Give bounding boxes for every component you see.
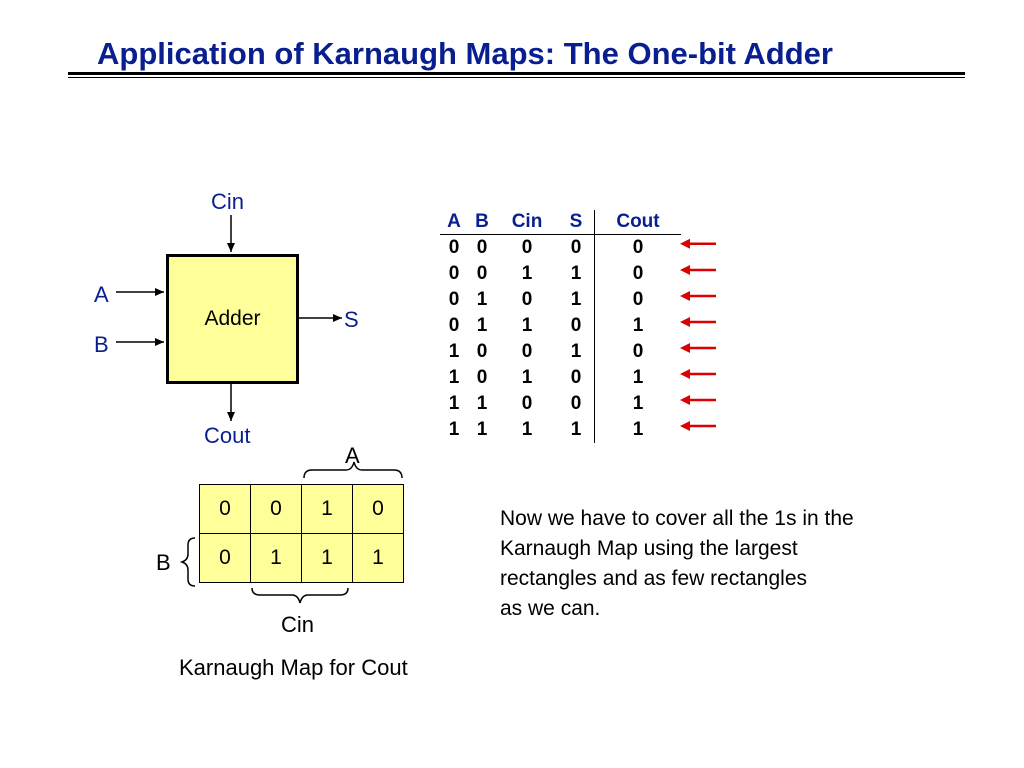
table-cell: 0: [448, 263, 460, 284]
explanation-text: Now we have to cover all the 1s in the K…: [500, 507, 854, 620]
adder-input-cin-label: Cin: [211, 189, 245, 214]
table-cell: 0: [476, 237, 488, 258]
truth-table-header-cin: Cin: [496, 210, 558, 235]
table-cell: 1: [448, 341, 460, 362]
adder-input-a-label: A: [94, 282, 109, 307]
table-cell: 1: [521, 367, 533, 388]
table-cell: 0: [476, 367, 488, 388]
table-cell: 0: [570, 393, 582, 414]
kmap-row: 0 1 1 1: [199, 533, 404, 583]
table-cell: 0: [476, 263, 488, 284]
table-cell: 1: [448, 367, 460, 388]
kmap-a-label: A: [345, 443, 360, 468]
kmap-b-label: B: [156, 550, 171, 575]
table-cell: 1: [448, 393, 460, 414]
table-row: 1 0 0 1 0: [440, 339, 681, 365]
red-arrowhead: [680, 343, 690, 353]
red-arrowhead: [680, 369, 690, 379]
red-arrowhead: [680, 265, 690, 275]
red-arrowhead: [680, 291, 690, 301]
table-cell: 0: [448, 237, 460, 258]
table-cell: 0: [448, 315, 460, 336]
table-cell: 0: [594, 234, 681, 261]
table-row: 0 1 0 1 0: [440, 287, 681, 313]
table-cell: 1: [594, 391, 681, 417]
kmap-cell: 0: [250, 484, 302, 534]
truth-table-header-s: S: [558, 210, 595, 235]
kmap-cell: 0: [199, 484, 251, 534]
kmap-cell: 1: [352, 533, 404, 583]
red-arrowhead: [680, 395, 690, 405]
table-row: 1 0 1 0 1: [440, 365, 681, 391]
table-cell: 1: [594, 365, 681, 391]
kmap-row: 0 0 1 0: [199, 484, 404, 534]
red-arrowhead: [680, 421, 690, 431]
kmap-a-brace: [303, 461, 403, 479]
title-rule-thick: [68, 72, 965, 75]
adder-input-b-label: B: [94, 332, 109, 357]
table-cell: 0: [448, 289, 460, 310]
table-cell: 0: [521, 237, 533, 258]
table-cell: 0: [594, 261, 681, 287]
table-row: 0 0 1 1 0: [440, 261, 681, 287]
table-cell: 0: [521, 393, 533, 414]
table-cell: 1: [476, 419, 488, 440]
table-cell: 1: [476, 315, 488, 336]
table-cell: 1: [594, 313, 681, 339]
table-cell: 0: [594, 287, 681, 313]
kmap-cell: 0: [352, 484, 404, 534]
karnaugh-map: 0 0 1 0 0 1 1 1: [199, 484, 404, 583]
adder-output-cout-label: Cout: [204, 423, 251, 448]
kmap-cell: 1: [250, 533, 302, 583]
table-cell: 1: [570, 289, 582, 310]
table-cell: 1: [521, 315, 533, 336]
table-row: 0 0 0 0 0: [440, 234, 681, 261]
table-cell: 0: [476, 341, 488, 362]
kmap-cin-brace: [251, 587, 349, 604]
table-cell: 1: [521, 263, 533, 284]
table-cell: 1: [448, 419, 460, 440]
table-cell: 0: [570, 315, 582, 336]
adder-output-s-label: S: [344, 307, 359, 332]
table-row: 1 1 0 0 1: [440, 391, 681, 417]
table-row: 1 1 1 1 1: [440, 417, 681, 443]
table-cell: 1: [476, 393, 488, 414]
kmap-b-brace: [179, 537, 196, 587]
truth-table-row-arrows: [680, 238, 716, 431]
table-cell: 0: [594, 339, 681, 365]
kmap-cell: 1: [301, 484, 353, 534]
table-cell: 1: [521, 419, 533, 440]
table-row: 0 1 1 0 1: [440, 313, 681, 339]
title-rule-thin: [68, 77, 965, 78]
kmap-cell: 1: [301, 533, 353, 583]
table-cell: 0: [521, 289, 533, 310]
table-cell: 1: [476, 289, 488, 310]
truth-table-header-a: A: [440, 210, 468, 235]
truth-table-header-cout: Cout: [594, 210, 681, 235]
table-cell: 0: [521, 341, 533, 362]
red-arrowhead: [680, 238, 690, 249]
truth-table-header-row: A B Cin S Cout: [440, 210, 681, 235]
table-cell: 1: [570, 263, 582, 284]
truth-table: A B Cin S Cout 0 0 0 0 0 0 0 1 1 0 0 1 0…: [440, 210, 681, 443]
table-cell: 1: [594, 417, 681, 443]
table-cell: 1: [570, 419, 582, 440]
kmap-cin-label: Cin: [281, 612, 315, 637]
red-arrowhead: [680, 317, 690, 327]
adder-box-label: Adder: [204, 307, 261, 330]
table-cell: 0: [570, 237, 582, 258]
table-cell: 1: [570, 341, 582, 362]
kmap-cell: 0: [199, 533, 251, 583]
adder-box: Adder: [166, 254, 299, 384]
truth-table-header-b: B: [468, 210, 496, 235]
table-cell: 0: [570, 367, 582, 388]
slide-title: Application of Karnaugh Maps: The One-bi…: [97, 36, 833, 71]
kmap-caption: Karnaugh Map for Cout: [179, 655, 408, 680]
